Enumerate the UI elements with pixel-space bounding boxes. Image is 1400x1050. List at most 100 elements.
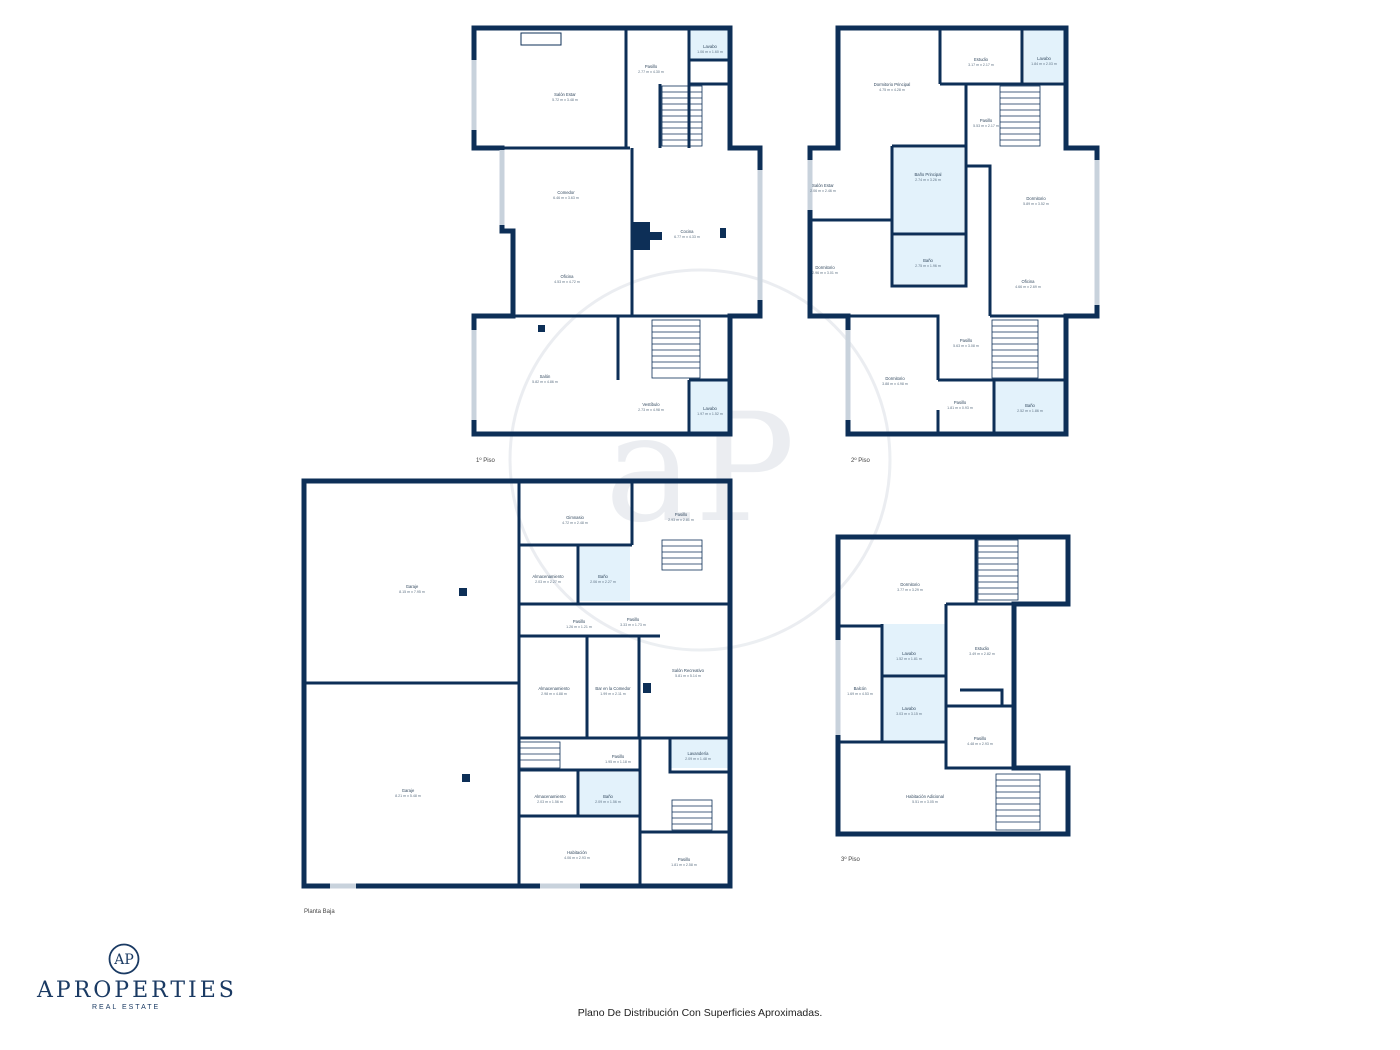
room-name: Pasillo [678, 857, 691, 862]
room-dimensions: 1.69 m x 4.53 m [847, 692, 873, 696]
room-name: Oficina [560, 274, 574, 279]
room-name: Pasillo [980, 118, 993, 123]
room-dimensions: 1.99 m x 2.11 m [600, 692, 626, 696]
room-dimensions: 2.98 m x 4.88 m [541, 692, 567, 696]
room-name: Almacenamiento [532, 574, 564, 579]
room-name: Bar en la Comedor [595, 686, 631, 691]
bathroom-fill [892, 236, 964, 284]
svg-text:AP: AP [113, 952, 134, 968]
room-dimensions: 1.81 m x 2.58 m [671, 863, 697, 867]
room-name: Vestíbulo [642, 402, 660, 407]
room-name: Baño [923, 258, 933, 263]
ground-floor-plan [301, 478, 733, 889]
room-name: Estudio [975, 646, 990, 651]
room-dimensions: 3.49 m x 2.82 m [969, 652, 995, 656]
room-dimensions: 4.75 m x 4.28 m [879, 88, 905, 92]
room-name: Dormitorio Principal [874, 82, 911, 87]
room-name: Pasillo [612, 754, 625, 759]
room-dimensions: 2.06 m x 2.27 m [590, 580, 616, 584]
room-name: Lavabo [902, 706, 916, 711]
room-dimensions: 1.84 m x 2.03 m [1031, 62, 1057, 66]
room-dimensions: 4.72 m x 2.48 m [562, 521, 588, 525]
bathroom-fill [689, 30, 729, 60]
bathroom-fill [994, 382, 1066, 432]
brand-logo-icon: AP [108, 943, 140, 975]
room-dimensions: 2.74 m x 3.26 m [915, 178, 941, 182]
room-dimensions: 5.72 m x 3.48 m [552, 98, 578, 102]
room-name: Lavabo [703, 406, 717, 411]
floor-label-ground: Planta Baja [304, 909, 335, 915]
bathroom-fill [892, 148, 964, 234]
room-dimensions: 2.03 m x 2.27 m [535, 580, 561, 584]
room-name: Pasillo [675, 512, 688, 517]
room-name: Lavandería [688, 751, 710, 756]
room-dimensions: 2.96 m x 3.01 m [812, 271, 838, 275]
room-dimensions: 4.48 m x 2.93 m [967, 742, 993, 746]
room-name: Lavabo [703, 44, 717, 49]
third-floor-plan [835, 534, 1071, 837]
room-dimensions: 1.52 m x 1.81 m [896, 657, 922, 661]
room-name: Balcón [854, 686, 867, 691]
brand-tagline: REAL ESTATE [92, 1004, 161, 1011]
bathroom-fill [580, 547, 630, 601]
staircase [519, 539, 713, 831]
room-name: Dormitorio [815, 265, 835, 270]
bathroom-fill [1024, 30, 1064, 82]
room-name: Cocina [680, 229, 694, 234]
room-name: Almacenamiento [538, 686, 570, 691]
room-dimensions: 1.26 m x 1.21 m [566, 625, 592, 629]
brand-name: APROPERTIES [37, 978, 237, 1003]
room-name: Dormitorio [900, 582, 920, 587]
room-name: Pasillo [627, 617, 640, 622]
room-name: Lavabo [902, 651, 916, 656]
room-name: Baño [598, 574, 608, 579]
room-name: Salón Estar [554, 92, 576, 97]
staircase [651, 85, 703, 379]
room-dimensions: 2.52 m x 1.86 m [1017, 409, 1043, 413]
floor-label-second: 2º Piso [851, 457, 871, 464]
room-dimensions: 3.33 m x 1.73 m [620, 623, 646, 627]
room-name: Baño Principal [914, 172, 941, 177]
bathroom-fill [670, 740, 728, 768]
room-name: Baño [603, 794, 613, 799]
room-dimensions: 6.46 m x 3.63 m [553, 196, 579, 200]
room-dimensions: 5.81 m x 5.14 m [675, 674, 701, 678]
plan-caption: Plano De Distribución Con Superficies Ap… [577, 1007, 823, 1019]
room-dimensions: 1.81 m x 0.93 m [947, 406, 973, 410]
room-dimensions: 8.21 m x 5.48 m [395, 794, 421, 798]
room-dimensions: 1.97 m x 1.52 m [697, 412, 723, 416]
room-dimensions: 2.75 m x 1.96 m [915, 264, 941, 268]
room-dimensions: 3.17 m x 2.17 m [968, 63, 994, 67]
room-name: Baño [1025, 403, 1035, 408]
